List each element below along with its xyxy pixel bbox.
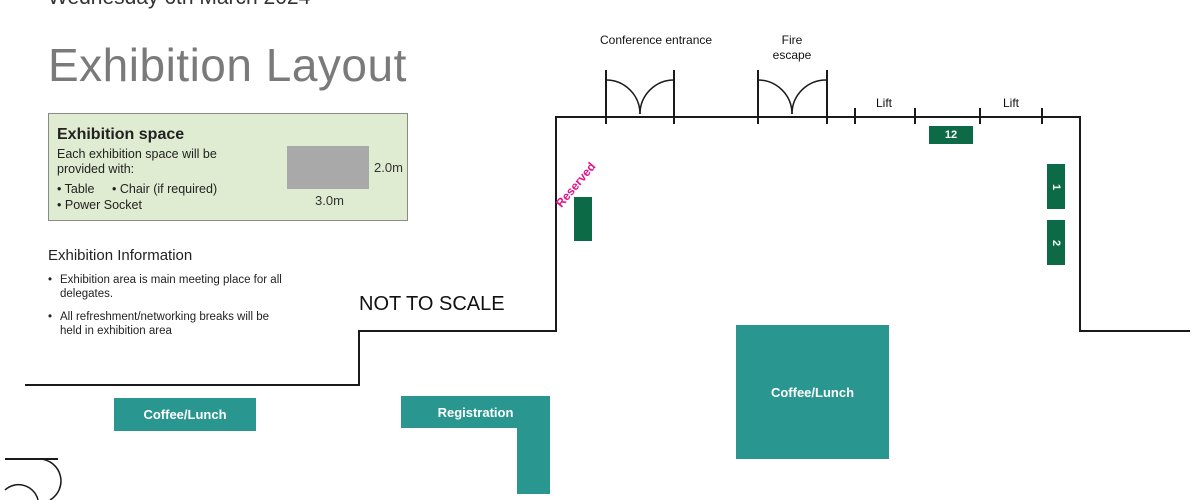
reserved-stand[interactable] [574, 197, 592, 241]
stand-width-label: 3.0m [315, 193, 344, 208]
event-date: Wednesday 6th March 2024 [48, 0, 310, 10]
coffee-lunch-area-left: Coffee/Lunch [114, 398, 256, 431]
door-swing [4, 483, 39, 500]
door-swing [757, 79, 793, 115]
exhibition-space-legend: Exhibition space Each exhibition space w… [48, 113, 408, 221]
door-swing [39, 458, 62, 500]
item-table: • Table [57, 182, 95, 196]
exhibition-space-items: • Table • Chair (if required) • Power So… [57, 181, 217, 213]
stand-2[interactable]: 2 [1047, 220, 1065, 265]
info-bullet: All refreshment/networking breaks will b… [48, 310, 288, 338]
coffee-lunch-area-center: Coffee/Lunch [736, 325, 889, 459]
lift-label: Lift [875, 96, 892, 110]
not-to-scale-note: NOT TO SCALE [359, 293, 505, 315]
door-swing [639, 79, 675, 115]
stand-height-label: 2.0m [374, 160, 403, 175]
info-bullet: Exhibition area is main meeting place fo… [48, 273, 288, 301]
stand-12[interactable]: 12 [929, 126, 973, 144]
door-swing [605, 79, 641, 115]
door-swing [791, 79, 828, 115]
fire-escape-label: Fire escape [772, 33, 812, 62]
exhibition-space-title: Exhibition space [57, 126, 185, 143]
page-title: Exhibition Layout [48, 39, 407, 91]
registration-area-extension [517, 396, 550, 494]
exhibition-space-description: Each exhibition space will be provided w… [57, 147, 217, 176]
conference-entrance-label: Conference entrance [600, 33, 713, 47]
stand-size-swatch [287, 146, 369, 189]
exhibition-info-title: Exhibition Information [48, 247, 193, 264]
item-power-socket: • Power Socket [57, 198, 142, 212]
exhibition-info-list: Exhibition area is main meeting place fo… [48, 273, 288, 347]
stand-1[interactable]: 1 [1047, 164, 1065, 209]
item-chair: • Chair (if required) [112, 182, 218, 196]
lift-label: Lift [1002, 96, 1019, 110]
outer-wall [25, 116, 1190, 386]
